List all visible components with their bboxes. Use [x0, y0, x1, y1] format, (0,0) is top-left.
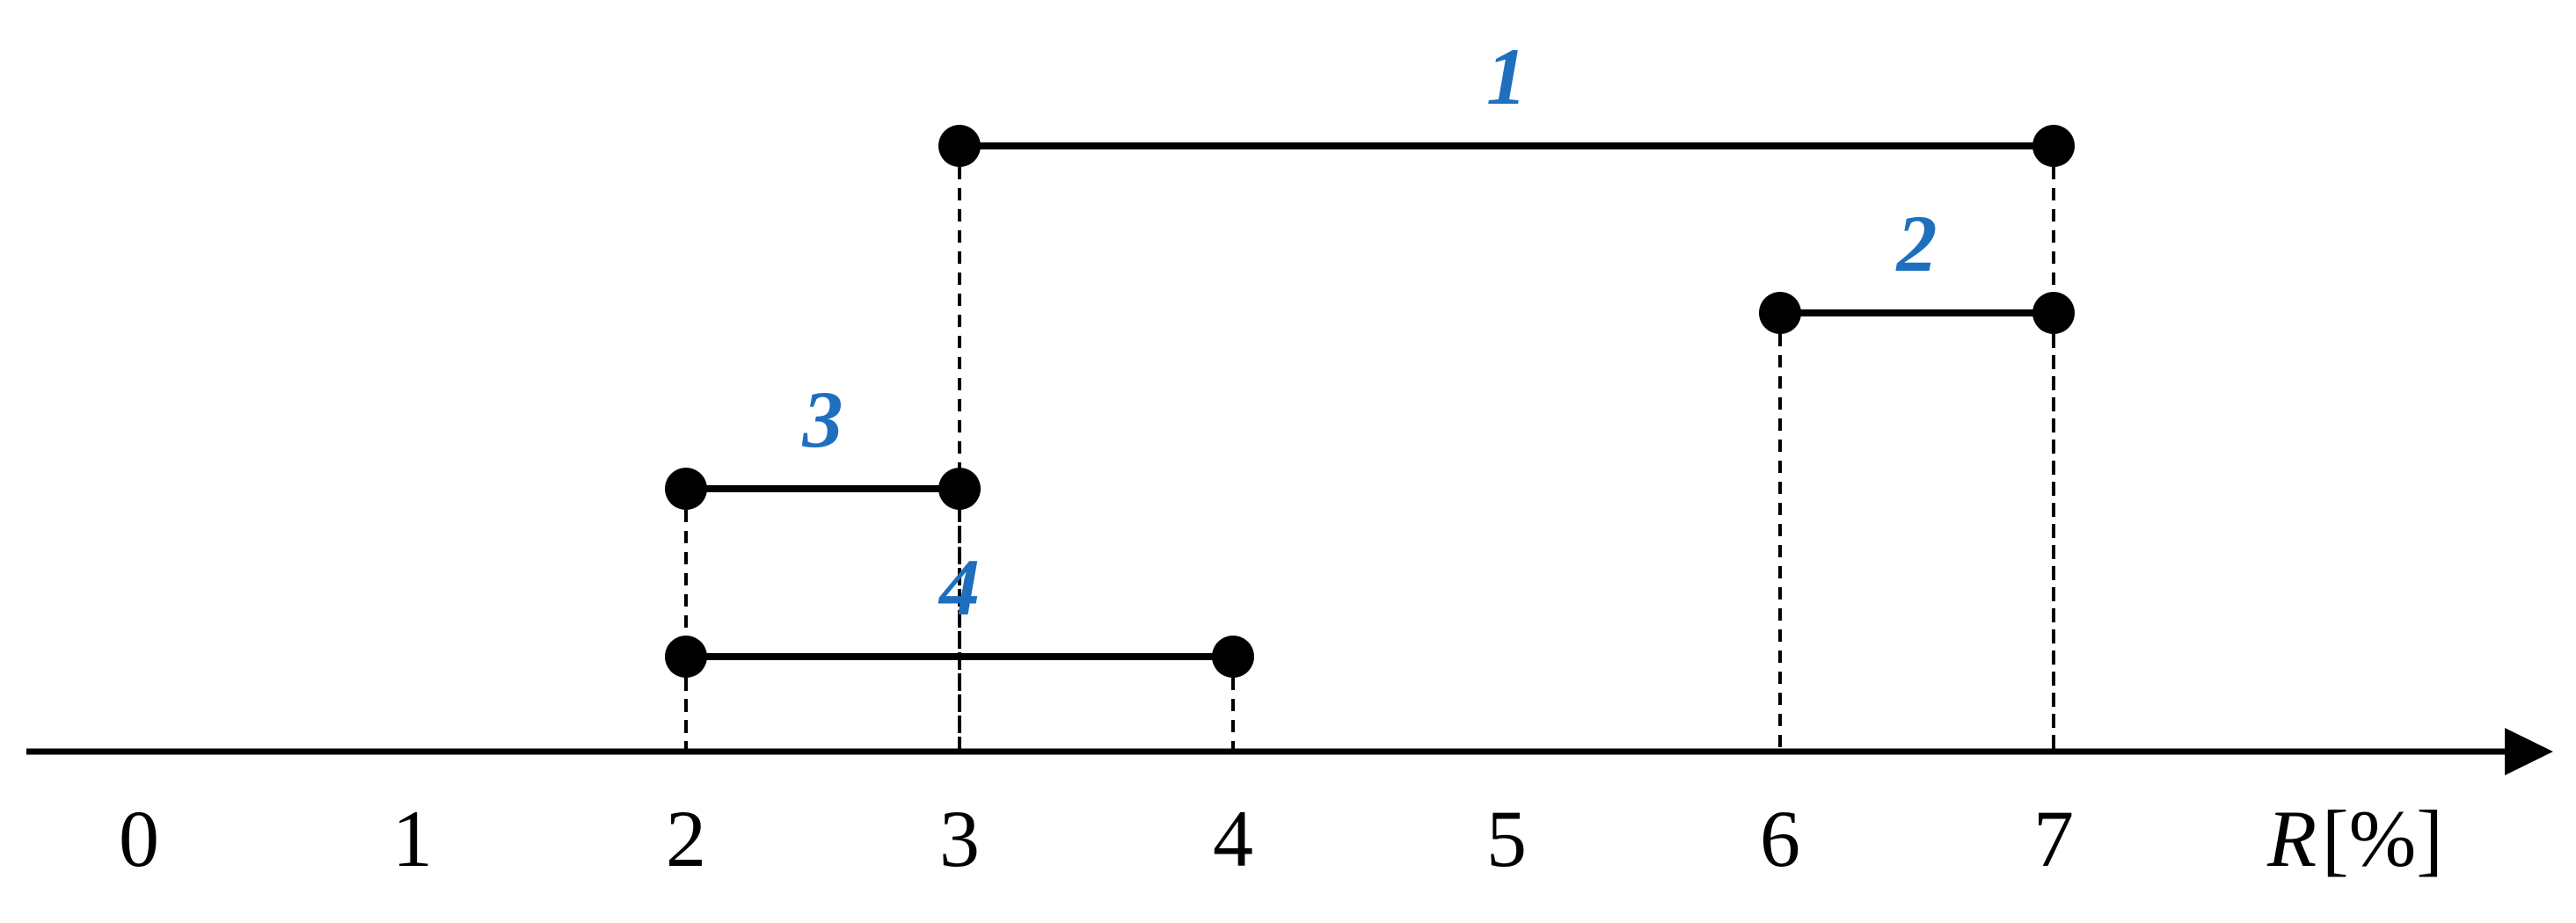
- interval-2-end-point: [2032, 292, 2075, 334]
- intervals: 1 2 3 4: [665, 32, 2075, 678]
- interval-4-label: 4: [938, 542, 980, 632]
- interval-1-end-point: [2032, 125, 2075, 167]
- interval-3-end-point: [938, 468, 981, 510]
- axis-title-unit: [%]: [2322, 794, 2443, 883]
- interval-3-start-point: [665, 468, 707, 510]
- interval-1-label: 1: [1486, 32, 1527, 121]
- interval-3-label: 3: [802, 374, 843, 464]
- axis-title-variable: R: [2266, 794, 2317, 883]
- tick-label-0: 0: [119, 794, 159, 883]
- tick-label-2: 2: [666, 794, 706, 883]
- tick-label-6: 6: [1760, 794, 1800, 883]
- tick-label-4: 4: [1213, 794, 1253, 883]
- axis-tick-labels: 0 1 2 3 4 5 6 7: [119, 794, 2074, 883]
- axis-title: R [%]: [2266, 794, 2443, 883]
- interval-2-label: 2: [1895, 199, 1937, 288]
- interval-1-start-point: [938, 125, 981, 167]
- interval-1: 1: [938, 32, 2075, 167]
- axis-arrow-icon: [2505, 728, 2553, 775]
- interval-4-end-point: [1212, 636, 1254, 678]
- interval-4: 4: [665, 542, 1254, 678]
- tick-label-3: 3: [939, 794, 980, 883]
- interval-4-start-point: [665, 636, 707, 678]
- interval-3: 3: [665, 374, 981, 510]
- interval-2-start-point: [1759, 292, 1801, 334]
- interval-2: 2: [1759, 199, 2075, 334]
- tick-label-1: 1: [392, 794, 433, 883]
- r-axis: [26, 728, 2553, 775]
- tick-label-5: 5: [1486, 794, 1527, 883]
- projection-lines: [684, 146, 2055, 752]
- tick-label-7: 7: [2033, 794, 2074, 883]
